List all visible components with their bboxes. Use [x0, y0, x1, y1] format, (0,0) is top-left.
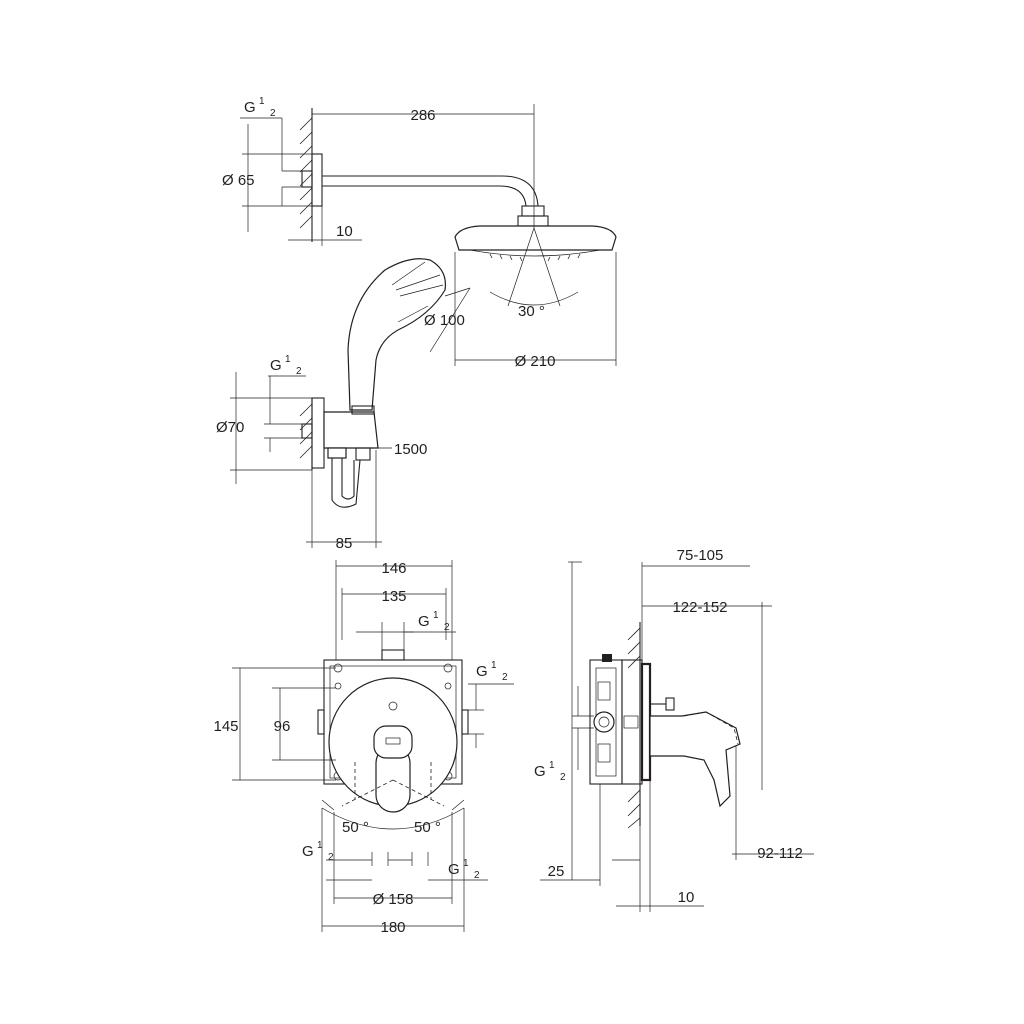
svg-text:1: 1	[549, 760, 555, 771]
dim-depth-range-1: 75-105	[677, 547, 724, 564]
dim-flange-dia: Ø 65	[222, 172, 255, 189]
svg-text:1: 1	[259, 96, 265, 107]
dim-flange-gap: 10	[336, 223, 353, 240]
dim-angle-right: 50 °	[414, 819, 441, 836]
svg-text:G: G	[244, 99, 256, 116]
svg-text:2: 2	[474, 870, 480, 881]
svg-text:2: 2	[328, 852, 334, 863]
svg-text:1: 1	[433, 610, 439, 621]
svg-text:2: 2	[296, 366, 302, 377]
dim-depth-range-2: 122-152	[672, 599, 727, 616]
svg-text:1: 1	[285, 354, 291, 365]
dim-plate-10: 10	[678, 889, 695, 906]
svg-text:G: G	[270, 357, 282, 374]
label-thread-top: G 1 2	[244, 96, 276, 119]
svg-text:2: 2	[270, 108, 276, 119]
dim-elbow-dia: Ø70	[216, 419, 244, 436]
label-thread-box-top: G 1 2	[418, 610, 450, 633]
dim-rosette-dia: Ø 158	[373, 891, 414, 908]
dim-box-width-outer: 146	[381, 560, 406, 577]
dim-arm-length: 286	[410, 107, 435, 124]
label-thread-box-bl: G 1 2	[302, 840, 334, 863]
dim-box-height-inner: 96	[274, 718, 291, 735]
dim-box-width-inner: 135	[381, 588, 406, 605]
dim-elbow-depth: 85	[336, 535, 353, 552]
svg-text:2: 2	[502, 672, 508, 683]
svg-text:1: 1	[317, 840, 323, 851]
dim-hose-length: 1500	[394, 441, 427, 458]
dim-lever-range: 92-112	[757, 845, 803, 862]
dim-hand-dia: Ø 100	[424, 312, 465, 329]
svg-text:G: G	[418, 613, 430, 630]
dim-head-dia: Ø 210	[515, 353, 556, 370]
svg-text:G: G	[534, 763, 546, 780]
head-shower-view: 286 G 1 2 Ø 65 10 30 ° Ø 210	[222, 96, 617, 370]
svg-text:2: 2	[560, 772, 566, 783]
svg-text:1: 1	[463, 858, 469, 869]
label-thread-elbow: G 1 2	[270, 354, 302, 377]
label-thread-side: G 1 2	[534, 760, 566, 783]
svg-text:1: 1	[491, 660, 497, 671]
svg-text:G: G	[476, 663, 488, 680]
svg-text:G: G	[302, 843, 314, 860]
dim-angle-head: 30 °	[518, 303, 545, 320]
hand-shower-view: Ø 100 G 1 2 Ø70 1500 85	[216, 258, 471, 552]
dim-angle-left: 50 °	[342, 819, 369, 836]
dim-plate-width: 180	[380, 919, 405, 936]
svg-text:2: 2	[444, 622, 450, 633]
label-thread-box-right: G 1 2	[476, 660, 508, 683]
label-thread-box-br: G 1 2	[448, 858, 480, 881]
dim-box-height: 145	[213, 718, 238, 735]
mixer-front-view: 146 135 G 1 2 G 1 2 145 96 50 ° 50 ° G 1…	[213, 560, 514, 936]
dim-wall-25: 25	[548, 863, 565, 880]
svg-text:G: G	[448, 861, 460, 878]
mixer-side-view: 75-105 122-152 G 1 2 92-112 25 10	[534, 547, 814, 912]
